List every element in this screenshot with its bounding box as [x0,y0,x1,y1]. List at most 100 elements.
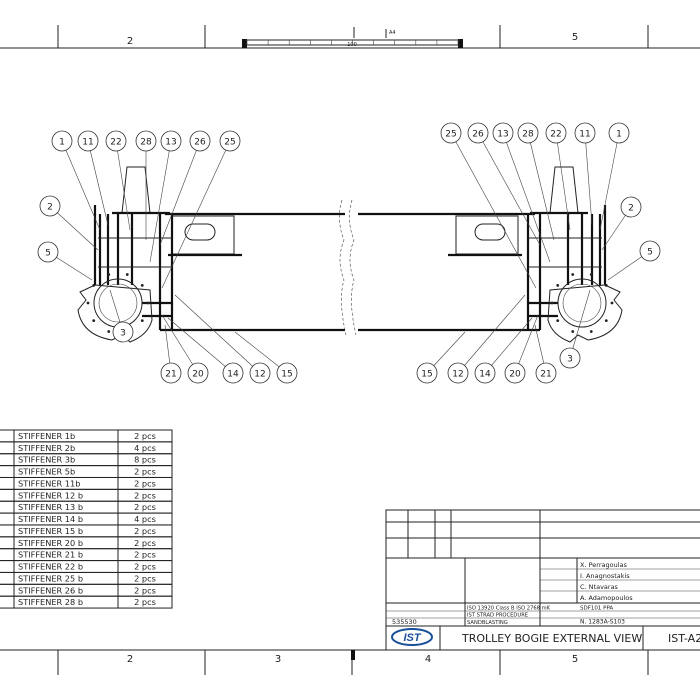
leader-line [584,132,593,226]
part-quantity: 4 pcs [134,443,156,453]
logo-text: IST [403,632,421,644]
part-name: STIFFENER 14 b [18,514,83,524]
table-row: STIFFENER 2b 4 pcs [0,441,173,455]
balloon-label: 26 [194,138,206,148]
part-quantity: 8 pcs [134,455,156,465]
balloon-right-26: 26 [467,122,541,246]
part-name: STIFFENER 28 b [18,597,83,607]
drafter-name: I. Anagnostakis [580,572,630,580]
balloon-right-25: 25 [440,122,537,289]
leader-line [484,317,533,374]
part-quantity: 2 pcs [134,467,156,477]
leader-line [569,289,591,359]
balloon-label: 26 [472,130,484,140]
balloon-label: 1 [59,138,65,148]
title-block: X. Perragoulas I. Anagnostakis C. Ntavar… [385,509,700,651]
balloon-label: 14 [227,370,239,380]
part-name: STIFFENER 25 b [18,573,83,583]
checker-name: C. Ntavaras [580,583,619,591]
sheet-id: IST-A2 [668,632,700,645]
table-row: STIFFENER 15 b 2 pcs [0,524,173,538]
balloon-label: 1 [616,130,622,140]
surface-treatment: SANDBLASTING [467,620,508,626]
part-quantity: 2 pcs [134,526,156,536]
leader-line [87,140,109,226]
balloon-right-3: 3 [559,289,591,369]
balloon-label: 22 [550,130,561,140]
weight-value: 535530 [392,618,417,626]
balloon-left-25: 25 [161,130,241,289]
balloon-label: 2 [47,203,53,213]
left-bogie [77,166,174,343]
balloon-label: 14 [479,370,491,380]
balloon-left-3: 3 [109,289,134,343]
part-name: STIFFENER 1b [18,431,75,441]
balloon-label: 11 [579,130,590,140]
balloon-left-15: 15 [234,331,298,384]
zone-label: 3 [275,654,281,665]
part-quantity: 2 pcs [134,597,156,607]
table-row: STIFFENER 1b 2 pcs [0,429,173,443]
part-name: STIFFENER 20 b [18,538,83,548]
balloon-label: 13 [497,130,508,140]
balloon-left-14: 14 [167,317,244,384]
balloon-label: 13 [165,138,176,148]
approver-name: A. Adamopoulos [580,594,633,602]
leader-line [149,140,172,263]
balloon-label: 20 [509,370,521,380]
material: SDF101 PPA [580,606,613,612]
part-name: STIFFENER 2b [18,443,75,453]
leader-line [161,140,231,289]
part-quantity: 2 pcs [134,478,156,488]
zone-label: 2 [127,36,133,47]
part-name: STIFFENER 3b [18,455,75,465]
leader-line [167,317,234,374]
balloon-right-21: 21 [534,324,557,384]
balloon-label: 21 [165,370,176,380]
balloon-left-1: 1 [51,130,101,231]
part-quantity: 2 pcs [134,585,156,595]
balloon-right-20: 20 [504,314,539,384]
part-quantity: 2 pcs [134,562,156,572]
leader-line [599,132,620,231]
leader-line [161,314,199,374]
balloon-right-11: 11 [574,122,596,226]
balloon-label: 21 [540,370,551,380]
leader-line [555,132,571,231]
leader-line [174,294,261,374]
balloon-right-14: 14 [474,317,533,384]
balloon-label: 15 [281,370,292,380]
balloon-left-28: 28 [135,130,157,240]
balloon-right-15: 15 [416,331,466,384]
drawing-title: TROLLEY BOGIE EXTERNAL VIEW [461,632,642,645]
balloon-left-22: 22 [105,130,131,231]
part-quantity: 2 pcs [134,431,156,441]
part-quantity: 2 pcs [134,490,156,500]
balloon-label: 12 [452,370,463,380]
table-row: STIFFENER 28 b 2 pcs [0,595,173,609]
drawing-number: N. 1283A-S103 [580,619,625,626]
leader-line [450,132,537,289]
leader-line [159,140,201,246]
balloon-label: 25 [445,130,456,140]
balloon-right-22: 22 [545,122,571,231]
balloon-label: 12 [254,370,265,380]
leader-line [502,132,551,263]
part-quantity: 2 pcs [134,538,156,548]
trolley-beam [160,199,540,336]
balloon-left-2: 2 [39,195,99,251]
balloon-label: 11 [82,138,93,148]
ist-logo: IST [391,628,433,646]
balloon-left-26: 26 [159,130,211,246]
balloon-label: 2 [628,204,634,214]
balloon-left-13: 13 [149,130,182,263]
zone-label: 5 [572,654,578,665]
part-name: STIFFENER 15 b [18,526,83,536]
zone-label: 2 [127,654,133,665]
balloon-label: 22 [110,138,121,148]
